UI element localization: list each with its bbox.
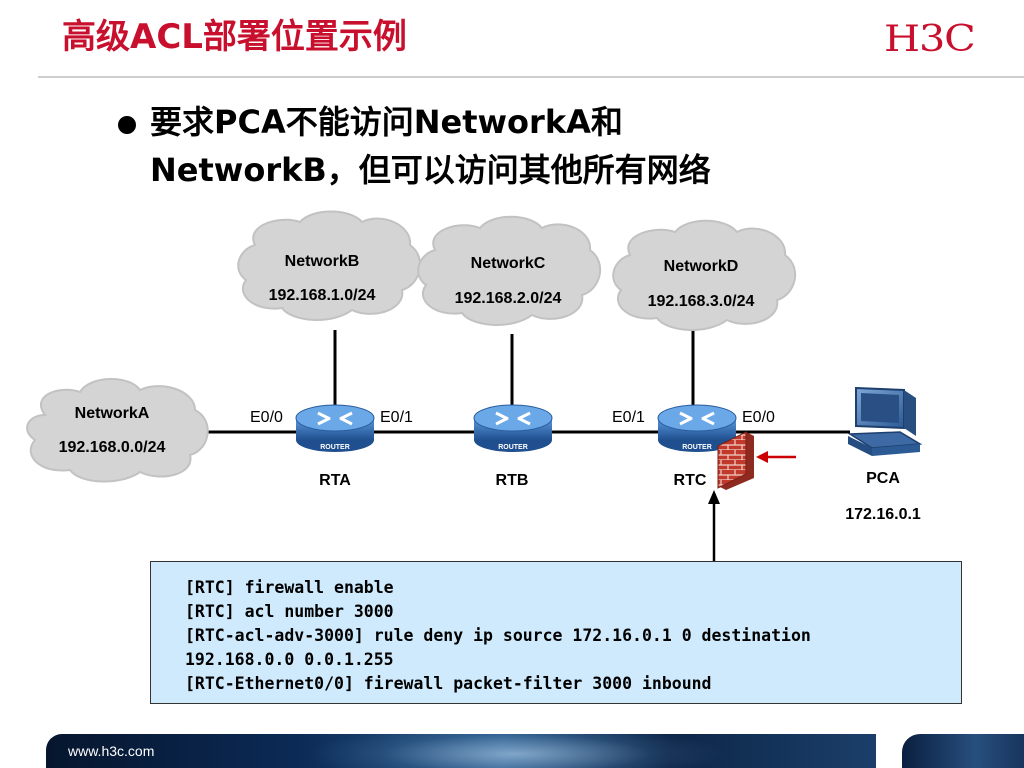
footer-banner: www.h3c.com	[46, 734, 876, 768]
config-command-box: [RTC] firewall enable [RTC] acl number 3…	[150, 561, 962, 704]
requirement-line-1: 要求PCA不能访问NetworkA和	[150, 103, 623, 141]
networka-name: NetworkA	[75, 405, 150, 422]
router-rtc-icon: ROUTER	[657, 404, 737, 452]
slide-title: 高级ACL部署位置示例	[62, 17, 407, 57]
rta-e0-1-label: E0/1	[380, 409, 413, 426]
h3c-logo: H3C	[884, 19, 976, 60]
config-line: [RTC-Ethernet0/0] firewall packet-filter…	[185, 674, 712, 693]
footer-light-streak	[306, 734, 726, 768]
router-rta-icon-label: ROUTER	[320, 444, 350, 451]
networkb-name: NetworkB	[285, 253, 360, 270]
config-line: [RTC] firewall enable	[185, 578, 394, 597]
router-rtb-label: RTB	[496, 472, 529, 489]
router-rtb-icon: ROUTER	[473, 404, 553, 452]
firewall-pointer-arrow	[756, 451, 796, 463]
footer-url-link[interactable]: www.h3c.com	[68, 743, 155, 759]
router-rtc-label: RTC	[674, 472, 707, 489]
pc-name-label: PCA	[866, 470, 900, 487]
rtc-e0-0-label: E0/0	[742, 409, 775, 426]
networka-subnet: 192.168.0.0/24	[59, 439, 166, 456]
networkc-subnet: 192.168.2.0/24	[455, 290, 562, 307]
cloud-networka: NetworkA 192.168.0.0/24	[26, 378, 209, 483]
pc-ip-label: 172.16.0.1	[845, 506, 921, 523]
config-to-firewall-arrow	[708, 490, 720, 561]
title-divider	[38, 76, 1024, 78]
cloud-networkb: NetworkB 192.168.1.0/24	[237, 210, 421, 321]
config-line: [RTC-acl-adv-3000] rule deny ip source 1…	[185, 626, 811, 645]
networkd-name: NetworkD	[664, 258, 739, 275]
pc-icon	[847, 386, 923, 456]
router-rtb-icon-label: ROUTER	[498, 444, 528, 451]
rta-e0-0-label: E0/0	[250, 409, 283, 426]
networkb-subnet: 192.168.1.0/24	[269, 287, 376, 304]
bullet-icon	[118, 116, 136, 134]
rtc-e0-1-label: E0/1	[612, 409, 645, 426]
cloud-networkd: NetworkD 192.168.3.0/24	[612, 219, 796, 331]
config-line: 192.168.0.0 0.0.1.255	[185, 650, 394, 669]
networkc-name: NetworkC	[471, 255, 546, 272]
firewall-icon	[717, 431, 754, 490]
requirement-line-2: NetworkB，但可以访问其他所有网络	[150, 151, 711, 189]
config-line: [RTC] acl number 3000	[185, 602, 394, 621]
cloud-networkc: NetworkC 192.168.2.0/24	[417, 215, 601, 326]
router-rtc-icon-label: ROUTER	[682, 444, 712, 451]
footer-logo-panel	[902, 734, 1024, 768]
requirement-text: 要求PCA不能访问NetworkA和 NetworkB，但可以访问其他所有网络	[150, 98, 910, 194]
router-rta-icon: ROUTER	[295, 404, 375, 452]
networkd-subnet: 192.168.3.0/24	[648, 293, 755, 310]
router-rta-label: RTA	[319, 472, 351, 489]
